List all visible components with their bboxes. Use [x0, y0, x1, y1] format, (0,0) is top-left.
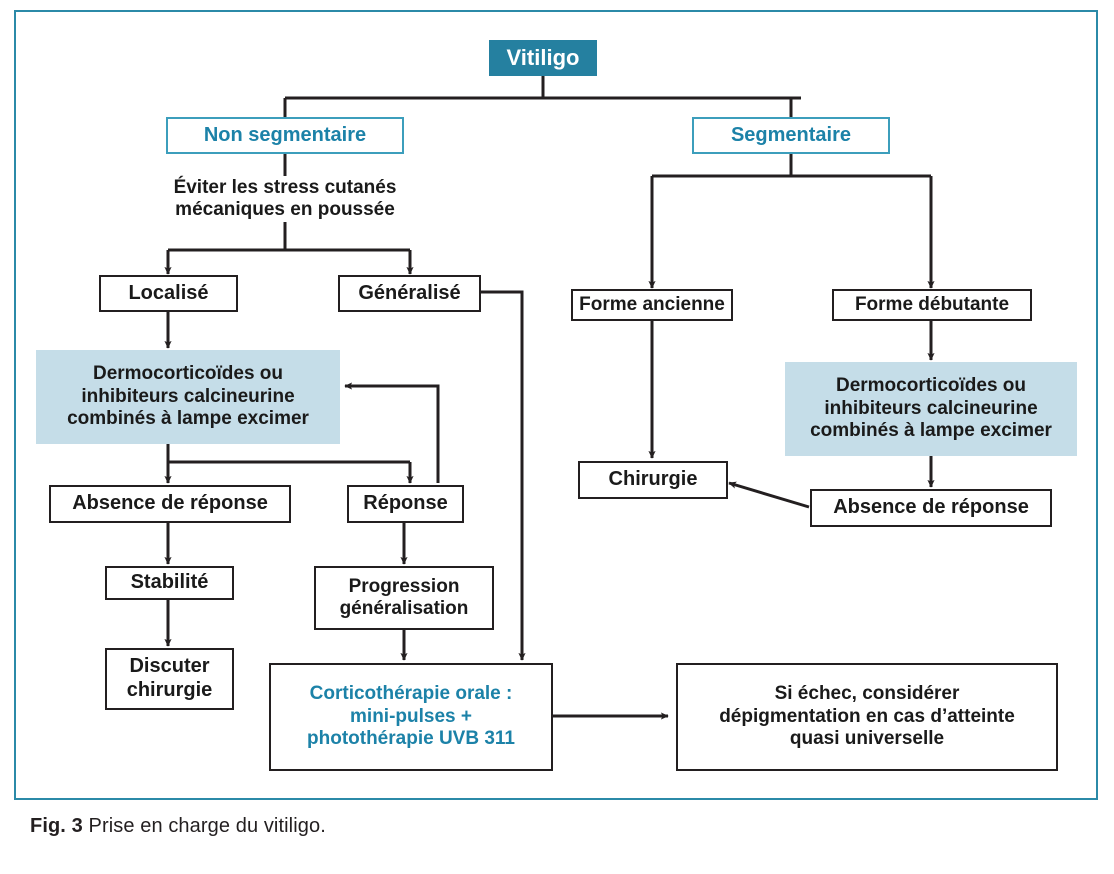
node-cortico-line1: Corticothérapie orale :	[309, 683, 513, 705]
node-vitiligo-label: Vitiligo	[506, 45, 580, 71]
node-reponse[interactable]: Réponse	[347, 485, 464, 523]
node-segmentaire-label: Segmentaire	[730, 123, 852, 146]
node-progression-generalisation[interactable]: Progression généralisation	[314, 566, 494, 630]
node-forme-ancienne[interactable]: Forme ancienne	[571, 289, 733, 321]
node-dermo-right-line2: inhibiteurs calcineurine	[824, 397, 1038, 419]
node-dermo-left-line2: inhibiteurs calcineurine	[81, 385, 295, 407]
node-discuter-chirurgie[interactable]: Discuter chirurgie	[105, 648, 234, 710]
node-si-echec-depigmentation[interactable]: Si échec, considérer dépigmentation en c…	[676, 663, 1058, 771]
node-forme-ancienne-label: Forme ancienne	[579, 293, 725, 315]
node-non-segmentaire[interactable]: Non segmentaire	[166, 117, 404, 154]
node-dermocorticoides-left[interactable]: Dermocorticoïdes ou inhibiteurs calcineu…	[36, 350, 340, 444]
node-localise[interactable]: Localisé	[99, 275, 238, 312]
node-echec-line1: Si échec, considérer	[774, 683, 960, 705]
node-forme-debutante-label: Forme débutante	[854, 293, 1010, 315]
node-dermo-right-line3: combinés à lampe excimer	[810, 420, 1052, 442]
node-eviter-line2: mécaniques en poussée	[175, 199, 395, 220]
node-generalise-label: Généralisé	[358, 281, 461, 304]
figure-caption-text: Prise en charge du vitiligo.	[88, 815, 326, 837]
figure-caption: Fig. 3 Prise en charge du vitiligo.	[30, 815, 326, 838]
node-progression-line2: généralisation	[339, 598, 469, 619]
node-cortico-line2: mini-pulses +	[350, 705, 472, 727]
node-dermo-left-line1: Dermocorticoïdes ou	[92, 363, 284, 385]
node-dermo-left-line3: combinés à lampe excimer	[67, 408, 309, 430]
node-stabilite-label: Stabilité	[130, 571, 209, 594]
node-discuter-line1: Discuter	[129, 655, 210, 678]
node-corticotherapie-orale[interactable]: Corticothérapie orale : mini-pulses + ph…	[269, 663, 553, 771]
figure-caption-label: Fig. 3	[30, 815, 83, 837]
node-progression-line1: Progression	[348, 575, 460, 597]
node-eviter-stress: Éviter les stress cutanés mécaniques en …	[145, 174, 425, 224]
node-absence-de-reponse-right[interactable]: Absence de réponse	[810, 489, 1052, 527]
node-cortico-line3: photothérapie UVB 311	[307, 728, 515, 750]
node-absence-right-label: Absence de réponse	[833, 496, 1029, 519]
node-echec-line3: quasi universelle	[789, 728, 945, 750]
node-stabilite[interactable]: Stabilité	[105, 566, 234, 600]
node-reponse-label: Réponse	[363, 492, 448, 515]
node-absence-de-reponse-left[interactable]: Absence de réponse	[49, 485, 291, 523]
node-chirurgie-label: Chirurgie	[608, 468, 698, 491]
node-chirurgie[interactable]: Chirurgie	[578, 461, 728, 499]
node-echec-line2: dépigmentation en cas d’atteinte	[719, 705, 1015, 727]
node-discuter-line2: chirurgie	[126, 679, 213, 701]
node-dermo-right-line1: Dermocorticoïdes ou	[835, 375, 1027, 397]
node-dermocorticoides-right[interactable]: Dermocorticoïdes ou inhibiteurs calcineu…	[785, 362, 1077, 456]
node-forme-debutante[interactable]: Forme débutante	[832, 289, 1032, 321]
node-eviter-line1: Éviter les stress cutanés	[173, 176, 397, 198]
node-generalise[interactable]: Généralisé	[338, 275, 481, 312]
node-vitiligo[interactable]: Vitiligo	[489, 40, 597, 76]
node-segmentaire[interactable]: Segmentaire	[692, 117, 890, 154]
node-non-segmentaire-label: Non segmentaire	[203, 123, 367, 146]
node-localise-label: Localisé	[128, 281, 209, 304]
node-absence-left-label: Absence de réponse	[72, 492, 268, 515]
